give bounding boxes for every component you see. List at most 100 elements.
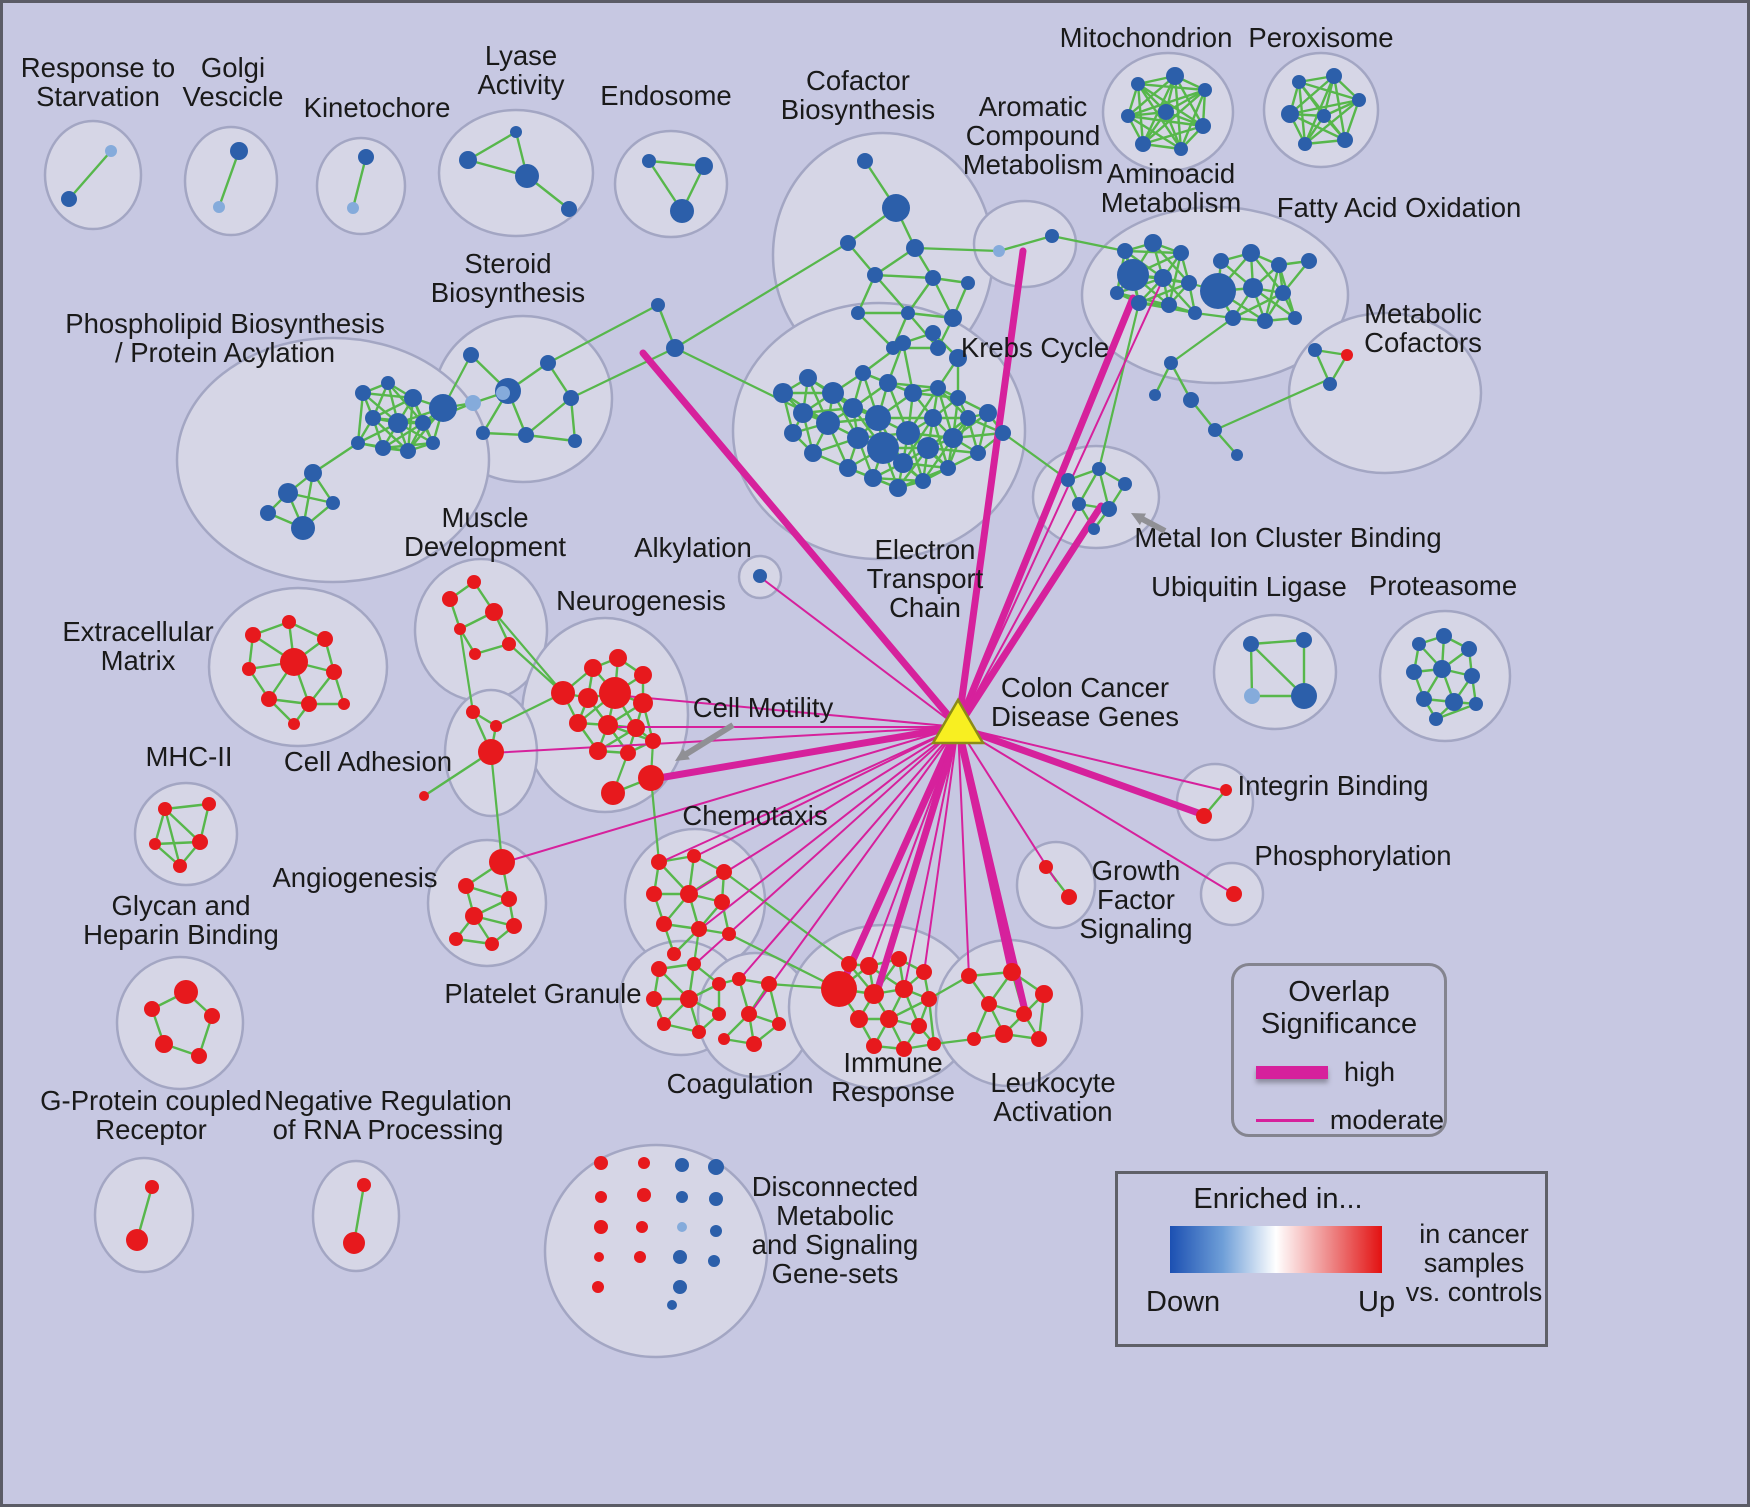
annotation-arrowhead bbox=[1131, 513, 1146, 526]
gene-set-node-aminoacid-metabolism bbox=[1144, 234, 1162, 252]
label-phospholipid-biosynthesis-protein-acylation: / Protein Acylation bbox=[115, 337, 335, 368]
gene-set-node-g-protein-coupled-receptor bbox=[145, 1180, 159, 1194]
label-lyase-activity: Activity bbox=[477, 69, 564, 100]
overlap-edge-high bbox=[649, 723, 962, 783]
gene-set-node-phospholipid-biosynthesis-protein-acylation bbox=[415, 415, 431, 431]
gene-set-node-electron-transport-chain bbox=[839, 459, 857, 477]
gene-set-node-metal-ion-cluster-binding bbox=[1072, 497, 1086, 511]
gene-set-node-electron-transport-chain bbox=[889, 479, 907, 497]
label-proteasome: Proteasome bbox=[1369, 570, 1517, 601]
gene-set-node-disconnected-metabolic-and-signaling-gene-sets bbox=[636, 1221, 648, 1233]
gene-set-node-disconnected-metabolic-and-signaling-gene-sets bbox=[667, 1300, 677, 1310]
gene-set-node-phospholipid-biosynthesis-protein-acylation bbox=[381, 376, 395, 390]
overlap-edge-high bbox=[872, 723, 962, 999]
gene-set-node-proteasome bbox=[1436, 628, 1452, 644]
inter-cluster-edge bbox=[458, 628, 475, 713]
gene-set-node-cofactor-biosynthesis bbox=[867, 267, 883, 283]
gene-set-node-extracellular-matrix bbox=[317, 631, 333, 647]
gene-set-node-metal-ion-cluster-binding bbox=[1061, 473, 1075, 487]
gene-set-edge bbox=[857, 312, 894, 349]
gene-set-node-aminoacid-metabolism bbox=[1154, 269, 1172, 287]
gene-set-edge bbox=[1142, 89, 1206, 145]
gene-set-edge bbox=[1298, 80, 1360, 102]
gene-set-node-aminoacid-metabolism bbox=[1110, 286, 1124, 300]
gene-set-edge bbox=[1142, 124, 1204, 146]
label-phospholipid-biosynthesis-protein-acylation: Phospholipid Biosynthesis bbox=[65, 308, 385, 339]
gene-set-edge bbox=[163, 808, 182, 867]
label-steroid-biosynthesis: Biosynthesis bbox=[431, 277, 585, 308]
gene-set-node-disconnected-metabolic-and-signaling-gene-sets bbox=[708, 1159, 724, 1175]
overlap-edge-moderate bbox=[688, 726, 959, 896]
label-chemotaxis: Chemotaxis bbox=[682, 800, 827, 831]
gene-set-node-angiogenesis bbox=[489, 849, 515, 875]
gene-set-edge bbox=[1289, 75, 1335, 115]
gene-set-node-connector-nodes bbox=[666, 339, 684, 357]
gene-set-node-proteasome bbox=[1406, 664, 1422, 680]
gene-set-node-steroid-biosynthesis bbox=[540, 355, 556, 371]
gene-set-edge bbox=[467, 130, 517, 162]
gene-set-node-disconnected-metabolic-and-signaling-gene-sets bbox=[675, 1158, 689, 1172]
cluster-ellipse-growth-factor-signaling bbox=[1015, 840, 1097, 930]
gene-set-node-leukocyte-activation bbox=[1035, 985, 1053, 1003]
label-hub-colon-cancer-disease-genes: Disease Genes bbox=[991, 701, 1179, 732]
label-krebs-cycle: Krebs Cycle bbox=[961, 332, 1109, 363]
gene-set-node-fatty-acid-oxidation bbox=[1200, 273, 1236, 309]
label-aromatic-compound-metabolism: Compound bbox=[966, 120, 1101, 151]
gene-set-node-chemotaxis bbox=[716, 864, 732, 880]
cluster-ellipse-response-to-starvation bbox=[43, 119, 143, 231]
gene-set-node-muscle-development bbox=[467, 575, 481, 589]
gene-set-node-proteasome bbox=[1416, 691, 1432, 707]
gene-set-node-electron-transport-chain bbox=[865, 405, 891, 431]
gene-set-node-electron-transport-chain bbox=[867, 432, 899, 464]
gene-set-node-steroid-biosynthesis bbox=[568, 434, 582, 448]
gene-set-node-proteasome bbox=[1412, 637, 1426, 651]
gene-set-node-immune-response bbox=[821, 971, 857, 1007]
gene-set-edge bbox=[1297, 81, 1307, 145]
gene-set-node-electron-transport-chain bbox=[855, 365, 871, 381]
gene-set-node-immune-response bbox=[850, 1010, 868, 1028]
gene-set-node-electron-transport-chain bbox=[793, 403, 813, 423]
gene-set-node-disconnected-metabolic-and-signaling-gene-sets bbox=[594, 1220, 608, 1234]
gene-set-node-immune-response bbox=[911, 1018, 927, 1034]
gene-set-node-phospholipid-biosynthesis-protein-acylation bbox=[278, 483, 298, 503]
gene-set-node-neurogenesis bbox=[633, 693, 653, 713]
label-aminoacid-metabolism: Metabolism bbox=[1101, 187, 1242, 218]
label-phosphorylation: Phosphorylation bbox=[1254, 840, 1451, 871]
inter-cluster-edge bbox=[1051, 234, 1126, 253]
label-g-protein-coupled-receptor: Receptor bbox=[95, 1114, 207, 1145]
overlap-high-line-swatch bbox=[1256, 1066, 1328, 1079]
gene-set-node-proteasome bbox=[1445, 693, 1463, 711]
label-angiogenesis: Angiogenesis bbox=[272, 862, 437, 893]
gene-set-edge bbox=[1303, 75, 1336, 145]
label-golgi-vescicle: Golgi bbox=[201, 52, 265, 83]
gene-set-node-negative-regulation-of-rna-processing bbox=[357, 1178, 371, 1192]
gene-set-node-proteasome bbox=[1464, 668, 1480, 684]
gene-set-node-mitochondrion bbox=[1198, 83, 1212, 97]
gene-set-node-peroxisome bbox=[1298, 137, 1312, 151]
gene-set-node-cofactor-biosynthesis bbox=[901, 306, 915, 320]
gene-set-node-disconnected-metabolic-and-signaling-gene-sets bbox=[673, 1250, 687, 1264]
cluster-ellipse-kinetochore bbox=[315, 136, 407, 236]
gene-set-node-connector-nodes bbox=[1208, 423, 1222, 437]
gene-set-node-steroid-biosynthesis bbox=[563, 390, 579, 406]
gene-set-node-disconnected-metabolic-and-signaling-gene-sets bbox=[708, 1255, 720, 1267]
overlap-edge-moderate bbox=[501, 726, 959, 864]
gene-set-edge bbox=[874, 273, 934, 280]
gene-set-node-platelet-granule bbox=[657, 1017, 671, 1031]
overlap-edge-moderate bbox=[490, 726, 959, 754]
gene-set-node-electron-transport-chain bbox=[804, 444, 822, 462]
gene-set-node-fatty-acid-oxidation bbox=[1213, 253, 1229, 269]
gene-set-node-peroxisome bbox=[1317, 109, 1331, 123]
overlap-moderate-line-swatch bbox=[1256, 1119, 1314, 1122]
gene-set-node-neurogenesis bbox=[627, 719, 645, 737]
label-hub-colon-cancer-disease-genes: Colon Cancer bbox=[1001, 672, 1169, 703]
gene-set-node-fatty-acid-oxidation bbox=[1288, 311, 1302, 325]
gene-set-node-cofactor-biosynthesis bbox=[961, 276, 975, 290]
gene-set-node-chemotaxis bbox=[656, 916, 672, 932]
gene-set-node-muscle-development bbox=[485, 603, 503, 621]
gene-set-node-alkylation bbox=[753, 569, 767, 583]
gene-set-edge bbox=[525, 433, 576, 443]
gene-set-edge bbox=[1232, 291, 1284, 320]
overlap-high-label: high bbox=[1344, 1057, 1396, 1087]
